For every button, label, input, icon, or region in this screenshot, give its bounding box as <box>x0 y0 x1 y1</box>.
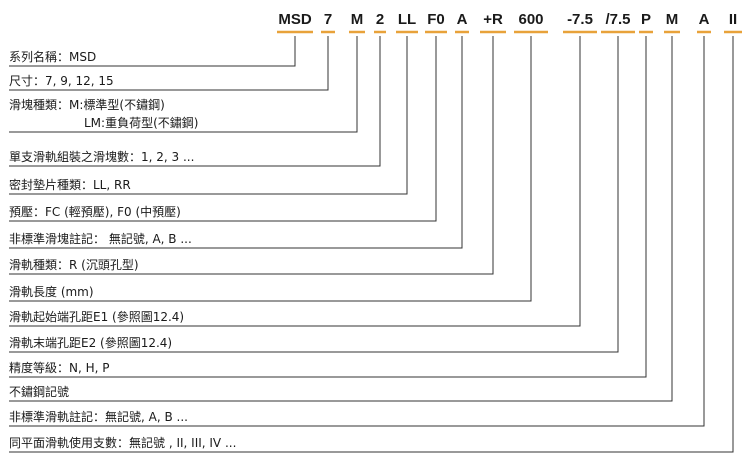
code-segment: A <box>457 11 468 28</box>
code-segment: 2 <box>376 11 384 28</box>
label-text: 滑軌長度 (mm) <box>9 284 94 299</box>
label-text: 精度等級：N, H, P <box>9 360 110 375</box>
label-text: 不鏽鋼記號 <box>9 384 69 399</box>
code-segment: A <box>699 11 710 28</box>
code-segment: II <box>729 11 737 28</box>
label-text: 尺寸：7, 9, 12, 15 <box>9 74 114 88</box>
connector-line <box>9 36 673 402</box>
label-text: 滑軌種類：R (沉頭孔型) <box>9 257 139 272</box>
label-text: 密封墊片種類：LL, RR <box>9 177 131 192</box>
connector-line <box>9 36 437 222</box>
code-segment: M <box>351 11 364 28</box>
connector-line <box>9 36 581 327</box>
connector-line <box>9 36 705 427</box>
label-text: 預壓：FC (輕預壓), F0 (中預壓) <box>9 204 181 219</box>
connector-line <box>9 36 647 378</box>
label-text: 滑軌起始端孔距E1 (參照圖12.4) <box>9 309 184 324</box>
code-segment: /7.5 <box>605 11 630 28</box>
connector-line <box>9 36 296 67</box>
connector-line <box>9 36 734 453</box>
connector-line <box>9 36 381 167</box>
label-text: 滑塊種類：M:標準型(不鏽鋼) <box>9 97 165 112</box>
label-text: 單支滑軌組裝之滑塊數：1, 2, 3 ... <box>9 149 194 164</box>
connector-line <box>9 36 358 133</box>
connector-line <box>9 36 408 195</box>
label-text: LM:重負荷型(不鏽鋼) <box>84 115 198 130</box>
code-segment: P <box>641 11 651 28</box>
connector-line <box>9 36 329 91</box>
connector-line <box>9 36 463 249</box>
code-segment: +R <box>483 11 503 28</box>
code-segment: 600 <box>518 11 543 28</box>
code-segment: MSD <box>278 11 312 28</box>
code-segment: M <box>666 11 679 28</box>
connector-line <box>9 36 619 353</box>
code-segment: 7 <box>324 11 332 28</box>
code-segment: -7.5 <box>567 11 593 28</box>
label-text: 同平面滑軌使用支數：無記號 , II, III, IV ... <box>9 435 236 450</box>
code-segment: LL <box>398 11 416 28</box>
connector-line <box>9 36 494 275</box>
connector-lines <box>9 36 734 453</box>
label-text: 系列名稱：MSD <box>9 49 96 64</box>
label-text: 非標準滑塊註記： 無記號, A, B ... <box>9 231 192 246</box>
connector-line <box>9 36 532 302</box>
label-text: 非標準滑軌註記：無記號, A, B ... <box>9 409 188 424</box>
code-segment: F0 <box>427 11 445 28</box>
label-text: 滑軌末端孔距E2 (參照圖12.4) <box>9 335 172 350</box>
label-list: 系列名稱：MSD 尺寸：7, 9, 12, 15 滑塊種類：M:標準型(不鏽鋼) LM… <box>9 49 236 450</box>
